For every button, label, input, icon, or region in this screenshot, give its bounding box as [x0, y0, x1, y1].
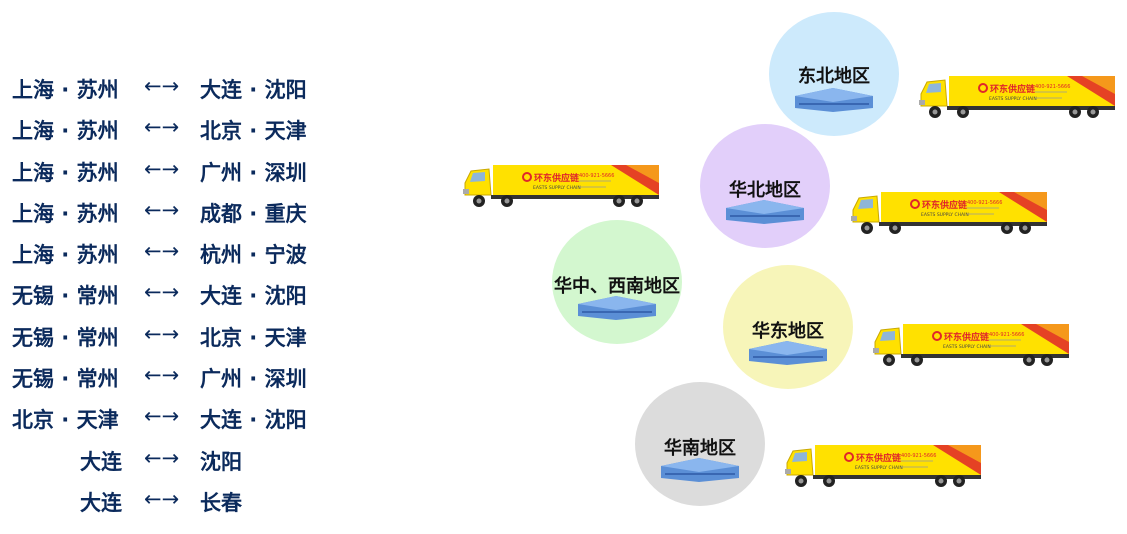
svg-text:环东供应链: 环东供应链: [856, 452, 902, 464]
region-north: 华北地区: [700, 124, 830, 248]
route-arrow: ←→: [144, 486, 180, 511]
route-to: 大连 · 沈阳: [200, 78, 307, 102]
svg-text:环东供应链: 环东供应链: [990, 83, 1036, 95]
route-from: 北京 · 天津: [12, 408, 119, 433]
svg-text:EASTS SUPPLY CHAIN: EASTS SUPPLY CHAIN: [533, 185, 581, 191]
route-arrow: ←→: [144, 197, 180, 222]
region-label: 华中、西南地区: [554, 276, 680, 297]
route-to: 大连 · 沈阳: [200, 284, 307, 309]
truck-icon: 环东供应链 EASTS SUPPLY CHAIN 400-921-5666: [849, 190, 1049, 240]
route-to: 广州 · 深圳: [200, 367, 307, 392]
svg-text:400-921-5666: 400-921-5666: [579, 173, 614, 179]
truck-icon: 环东供应链 EASTS SUPPLY CHAIN 400-921-5666: [917, 74, 1117, 124]
svg-text:EASTS SUPPLY CHAIN: EASTS SUPPLY CHAIN: [921, 212, 969, 218]
svg-text:EASTS SUPPLY CHAIN: EASTS SUPPLY CHAIN: [855, 465, 903, 471]
truck-icon: 环东供应链 EASTS SUPPLY CHAIN 400-921-5666: [461, 163, 661, 213]
route-to: 成都 · 重庆: [200, 201, 307, 226]
route-arrow: ←→: [144, 115, 180, 140]
svg-text:EASTS SUPPLY CHAIN: EASTS SUPPLY CHAIN: [989, 96, 1037, 102]
route-from: 上海 · 苏州: [12, 243, 119, 268]
route-arrow: ←→: [144, 321, 180, 346]
region-label: 东北地区: [798, 66, 870, 87]
svg-text:400-921-5666: 400-921-5666: [989, 332, 1024, 338]
region-central-southwest: 华中、西南地区: [552, 220, 682, 344]
route-arrow: ←→: [144, 363, 180, 388]
route-arrow: ←→: [144, 239, 180, 264]
route-arrow: ←→: [144, 404, 180, 429]
route-arrow: ←→: [144, 280, 180, 305]
svg-text:EASTS SUPPLY CHAIN: EASTS SUPPLY CHAIN: [943, 344, 991, 350]
route-from: 上海 · 苏州: [12, 160, 119, 185]
warehouse-icon: [661, 458, 739, 482]
route-from: 大连: [80, 490, 122, 515]
route-from: 上海 · 苏州: [12, 78, 119, 102]
route-to: 长春: [200, 490, 242, 515]
region-label: 华北地区: [729, 180, 801, 201]
warehouse-icon: [726, 200, 804, 224]
svg-text:400-921-5666: 400-921-5666: [967, 200, 1002, 206]
region-label: 华东地区: [752, 321, 824, 342]
warehouse-icon: [749, 341, 827, 365]
route-to: 北京 · 天津: [200, 325, 307, 350]
svg-text:400-921-5666: 400-921-5666: [1035, 84, 1070, 90]
route-from: 上海 · 苏州: [12, 119, 119, 144]
route-to: 大连 · 沈阳: [200, 408, 307, 433]
route-to: 沈阳: [200, 449, 242, 474]
route-arrow: ←→: [144, 445, 180, 470]
truck-icon: 环东供应链 EASTS SUPPLY CHAIN 400-921-5666: [783, 443, 983, 493]
region-east: 华东地区: [723, 265, 853, 389]
route-from: 无锡 · 常州: [12, 367, 119, 392]
svg-text:环东供应链: 环东供应链: [534, 172, 580, 184]
region-northeast: 东北地区: [769, 12, 899, 136]
truck-icon: 环东供应链 EASTS SUPPLY CHAIN 400-921-5666: [871, 322, 1071, 372]
route-arrow: ←→: [144, 74, 180, 98]
warehouse-icon: [578, 296, 656, 320]
route-from: 无锡 · 常州: [12, 325, 119, 350]
svg-text:环东供应链: 环东供应链: [922, 199, 968, 211]
route-to: 广州 · 深圳: [200, 160, 307, 185]
region-label: 华南地区: [664, 438, 736, 459]
route-to: 北京 · 天津: [200, 119, 307, 144]
route-to: 杭州 · 宁波: [200, 243, 307, 268]
route-arrow: ←→: [144, 156, 180, 181]
route-from: 上海 · 苏州: [12, 201, 119, 226]
route-from: 无锡 · 常州: [12, 284, 119, 309]
region-south: 华南地区: [635, 382, 765, 506]
warehouse-icon: [795, 88, 873, 112]
svg-text:环东供应链: 环东供应链: [944, 331, 990, 343]
route-from: 大连: [80, 449, 122, 474]
svg-text:400-921-5666: 400-921-5666: [901, 453, 936, 459]
